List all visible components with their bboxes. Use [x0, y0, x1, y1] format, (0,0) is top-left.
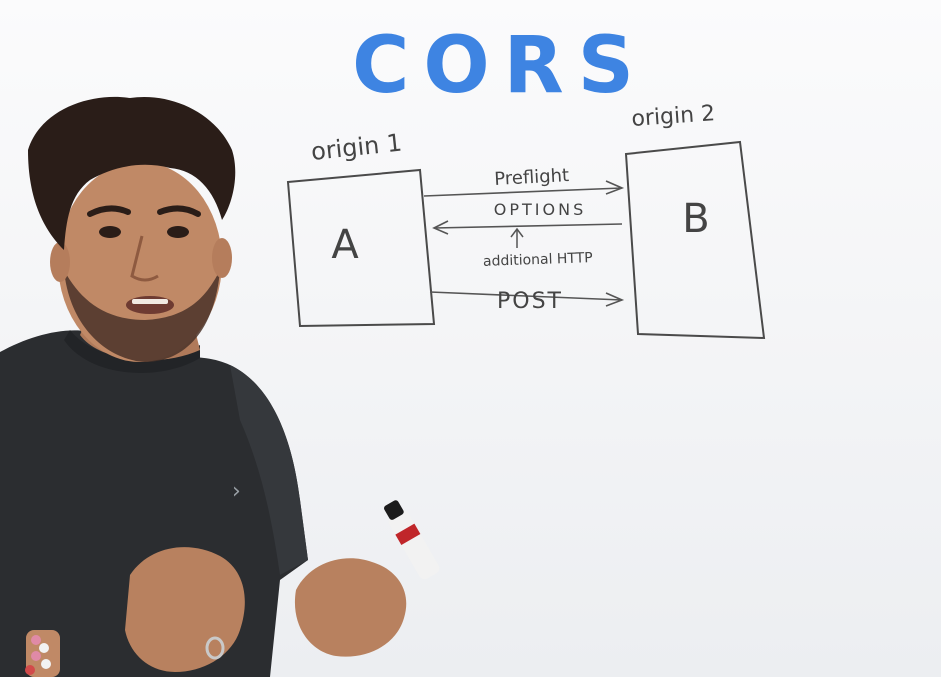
options-label: OPTIONS	[494, 200, 586, 219]
cors-title: CORS	[352, 21, 648, 111]
box-a	[286, 168, 436, 328]
origin2-label: origin 2	[631, 101, 716, 132]
presenter-hair	[28, 96, 236, 250]
presenter-left-hand	[125, 547, 245, 672]
options-arrow	[432, 220, 623, 235]
presenter-right-hand	[294, 558, 407, 657]
shirt-logo-icon: ›	[232, 479, 241, 504]
post-label: POST	[497, 289, 563, 314]
bracelet-icon	[25, 630, 60, 677]
origin1-label: origin 1	[310, 129, 404, 166]
up-arrow	[510, 227, 524, 248]
preflight-arrow	[423, 180, 625, 197]
additional-http-label: additional HTTP	[483, 250, 593, 270]
preflight-label: Preflight	[494, 165, 570, 190]
marker-icon	[384, 500, 440, 580]
post-arrow	[429, 291, 625, 307]
presenter: ›	[0, 96, 440, 677]
box-b-label: B	[682, 196, 709, 242]
box-b	[624, 140, 766, 340]
box-a-label: A	[331, 222, 359, 268]
